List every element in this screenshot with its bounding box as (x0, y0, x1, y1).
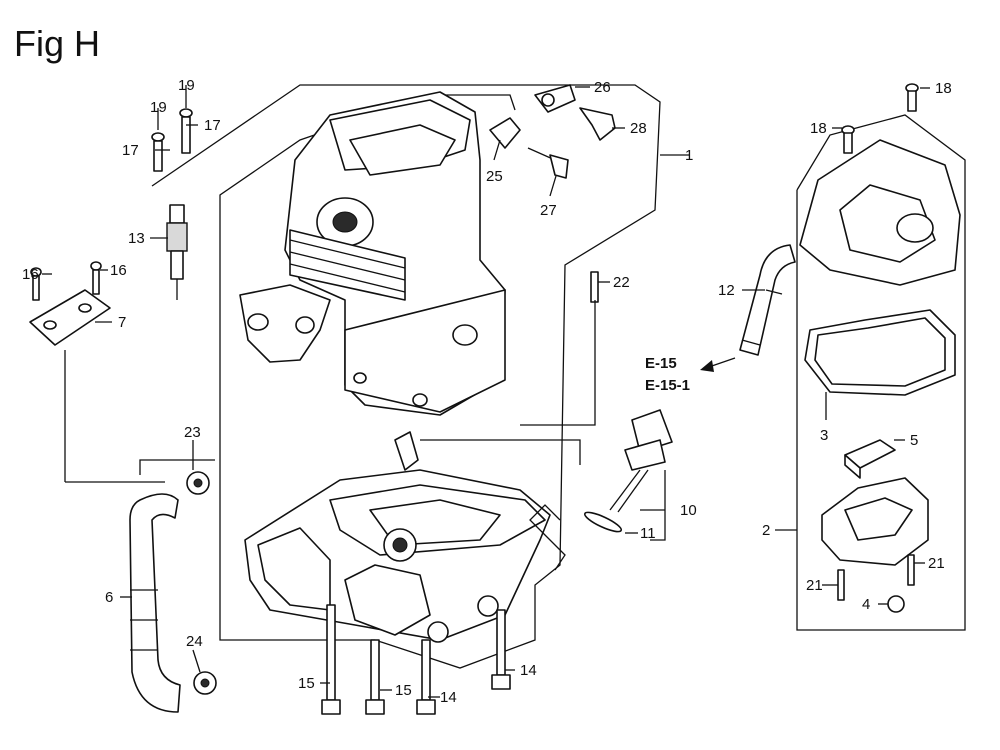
callout-24: 24 (186, 633, 203, 650)
callout-19b: 19 (178, 77, 195, 94)
callout-16b: 16 (110, 262, 127, 279)
head-cover (799, 83, 961, 286)
callout-10: 10 (680, 502, 697, 519)
rocker-arm-parts (489, 84, 616, 179)
callout-21a: 21 (806, 577, 823, 594)
bracket-7 (29, 261, 165, 483)
callout-2: 2 (762, 522, 770, 539)
callout-25: 25 (486, 168, 503, 185)
callout-27: 27 (540, 202, 557, 219)
callout-18a: 18 (810, 120, 827, 137)
callout-17a: 17 (122, 142, 139, 159)
figure-title: Fig H (14, 23, 100, 64)
small-bolts-left (151, 108, 193, 172)
callout-15a: 15 (298, 675, 315, 692)
callout-16a: 16 (22, 266, 39, 283)
reference-e15: E-15 (645, 355, 677, 372)
callout-11: 11 (640, 525, 656, 542)
callout-5: 5 (910, 432, 918, 449)
callout-labels: 1 2 3 4 5 6 7 10 11 12 13 14 14 15 15 16… (22, 77, 952, 706)
group-boundary-right (775, 114, 966, 631)
hose-clamps (186, 471, 217, 695)
callout-15b: 15 (395, 682, 412, 699)
callout-1: 1 (685, 147, 693, 164)
callout-6: 6 (105, 589, 113, 606)
callout-18b: 18 (935, 80, 952, 97)
breather-case-2 (821, 477, 929, 613)
callout-19a: 19 (150, 99, 167, 116)
part-5 (844, 439, 896, 479)
reference-labels: E-15 E-15-1 (645, 355, 690, 394)
long-bolts (321, 604, 511, 715)
callout-12: 12 (718, 282, 735, 299)
spark-plug (166, 204, 188, 300)
reference-e15-1: E-15-1 (645, 377, 690, 394)
callout-7: 7 (118, 314, 126, 331)
callout-17b: 17 (204, 117, 221, 134)
crankcase (244, 431, 551, 643)
callout-26: 26 (594, 79, 611, 96)
cylinder-block (239, 91, 506, 416)
callout-4: 4 (862, 596, 870, 613)
breather-hose (129, 493, 181, 713)
callout-14a: 14 (440, 689, 457, 706)
oil-dipstick (529, 409, 673, 571)
callout-13: 13 (128, 230, 145, 247)
gasket-3 (804, 309, 956, 396)
rocker-hose (739, 244, 796, 356)
leader-lines (42, 85, 930, 698)
callout-21b: 21 (928, 555, 945, 572)
reference-arrow (700, 357, 736, 372)
callout-3: 3 (820, 427, 828, 444)
callout-28: 28 (630, 120, 647, 137)
callout-14b: 14 (520, 662, 537, 679)
dowel-pin (520, 271, 599, 426)
callout-22: 22 (613, 274, 630, 291)
callout-23: 23 (184, 424, 201, 441)
